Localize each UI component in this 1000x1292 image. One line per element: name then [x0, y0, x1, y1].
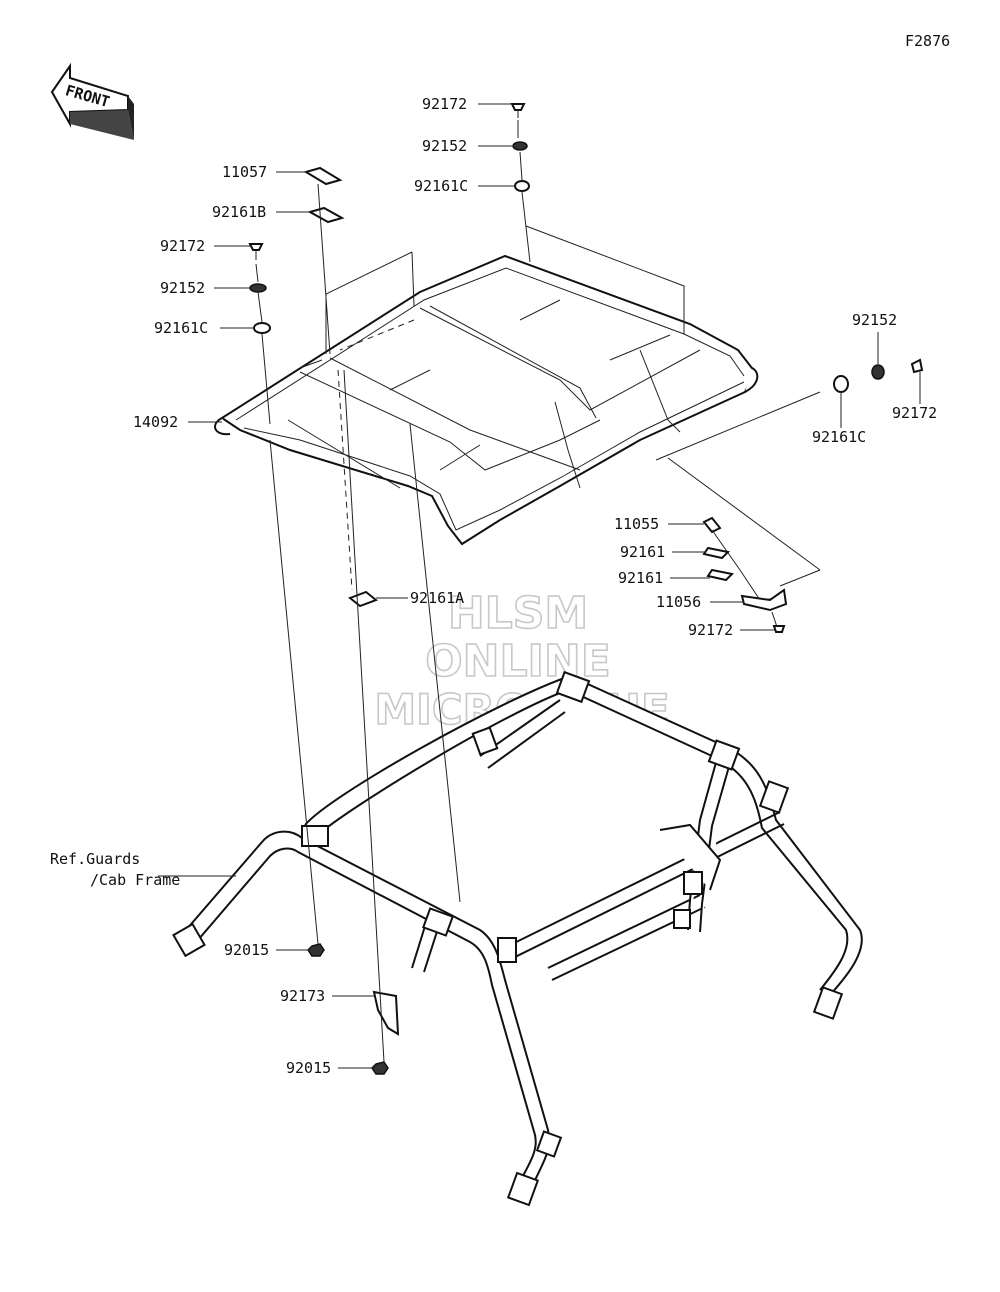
label-92152-right: 92152 [852, 311, 897, 329]
bolt-92172-right [910, 358, 924, 374]
washer-92161c-right [833, 375, 849, 393]
watermark-line-1: HLSM [448, 588, 588, 639]
label-92173: 92173 [280, 987, 325, 1005]
label-92161-b: 92161 [618, 569, 663, 587]
label-11055: 11055 [614, 515, 659, 533]
label-14092: 14092 [133, 413, 178, 431]
label-92172-top: 92172 [422, 95, 467, 113]
bolt-92172-bracket [772, 625, 786, 633]
label-92161c-top: 92161C [414, 177, 468, 195]
pad-92161-a [702, 546, 731, 560]
label-11056: 11056 [656, 593, 701, 611]
ref-note-line-1: Ref.Guards [50, 850, 140, 868]
washer-92152-top [512, 141, 528, 151]
label-92161c-left: 92161C [154, 319, 208, 337]
label-92172-right: 92172 [892, 404, 937, 422]
label-92152-left: 92152 [160, 279, 205, 297]
bolt-92172-left [248, 243, 264, 251]
washer-92161c-left [253, 322, 271, 334]
bracket-11056 [740, 588, 788, 612]
label-92161b: 92161B [212, 203, 266, 221]
washer-92152-right [871, 364, 885, 380]
bracket-11055 [702, 516, 722, 534]
figure-code: F2876 [905, 32, 950, 50]
label-92172-left: 92172 [160, 237, 205, 255]
front-arrow-icon: FRONT [50, 62, 134, 140]
ref-note-line-2: /Cab Frame [90, 871, 180, 889]
label-92015-upper: 92015 [224, 941, 269, 959]
label-92015-lower: 92015 [286, 1059, 331, 1077]
leader-lines [158, 103, 921, 1069]
roof-panel [214, 254, 759, 546]
label-92161-a: 92161 [620, 543, 665, 561]
pad-92161b [307, 206, 345, 224]
washer-92161c-top [514, 180, 530, 192]
cab-frame [172, 670, 863, 1207]
plate-11057 [303, 166, 343, 186]
washer-92152-left [249, 283, 267, 293]
label-92161c-right: 92161C [812, 428, 866, 446]
bolt-92172-top [510, 103, 526, 111]
label-92161a: 92161A [410, 589, 464, 607]
label-92172-bracket: 92172 [688, 621, 733, 639]
part-labels: 92172 92152 92161C 11057 92161B 92172 92… [50, 95, 937, 1077]
pad-92161a [348, 590, 378, 608]
hardware [248, 103, 924, 1075]
pad-92161-b [706, 568, 735, 582]
clip-92173 [372, 990, 400, 1036]
label-11057: 11057 [222, 163, 267, 181]
label-92152-top: 92152 [422, 137, 467, 155]
